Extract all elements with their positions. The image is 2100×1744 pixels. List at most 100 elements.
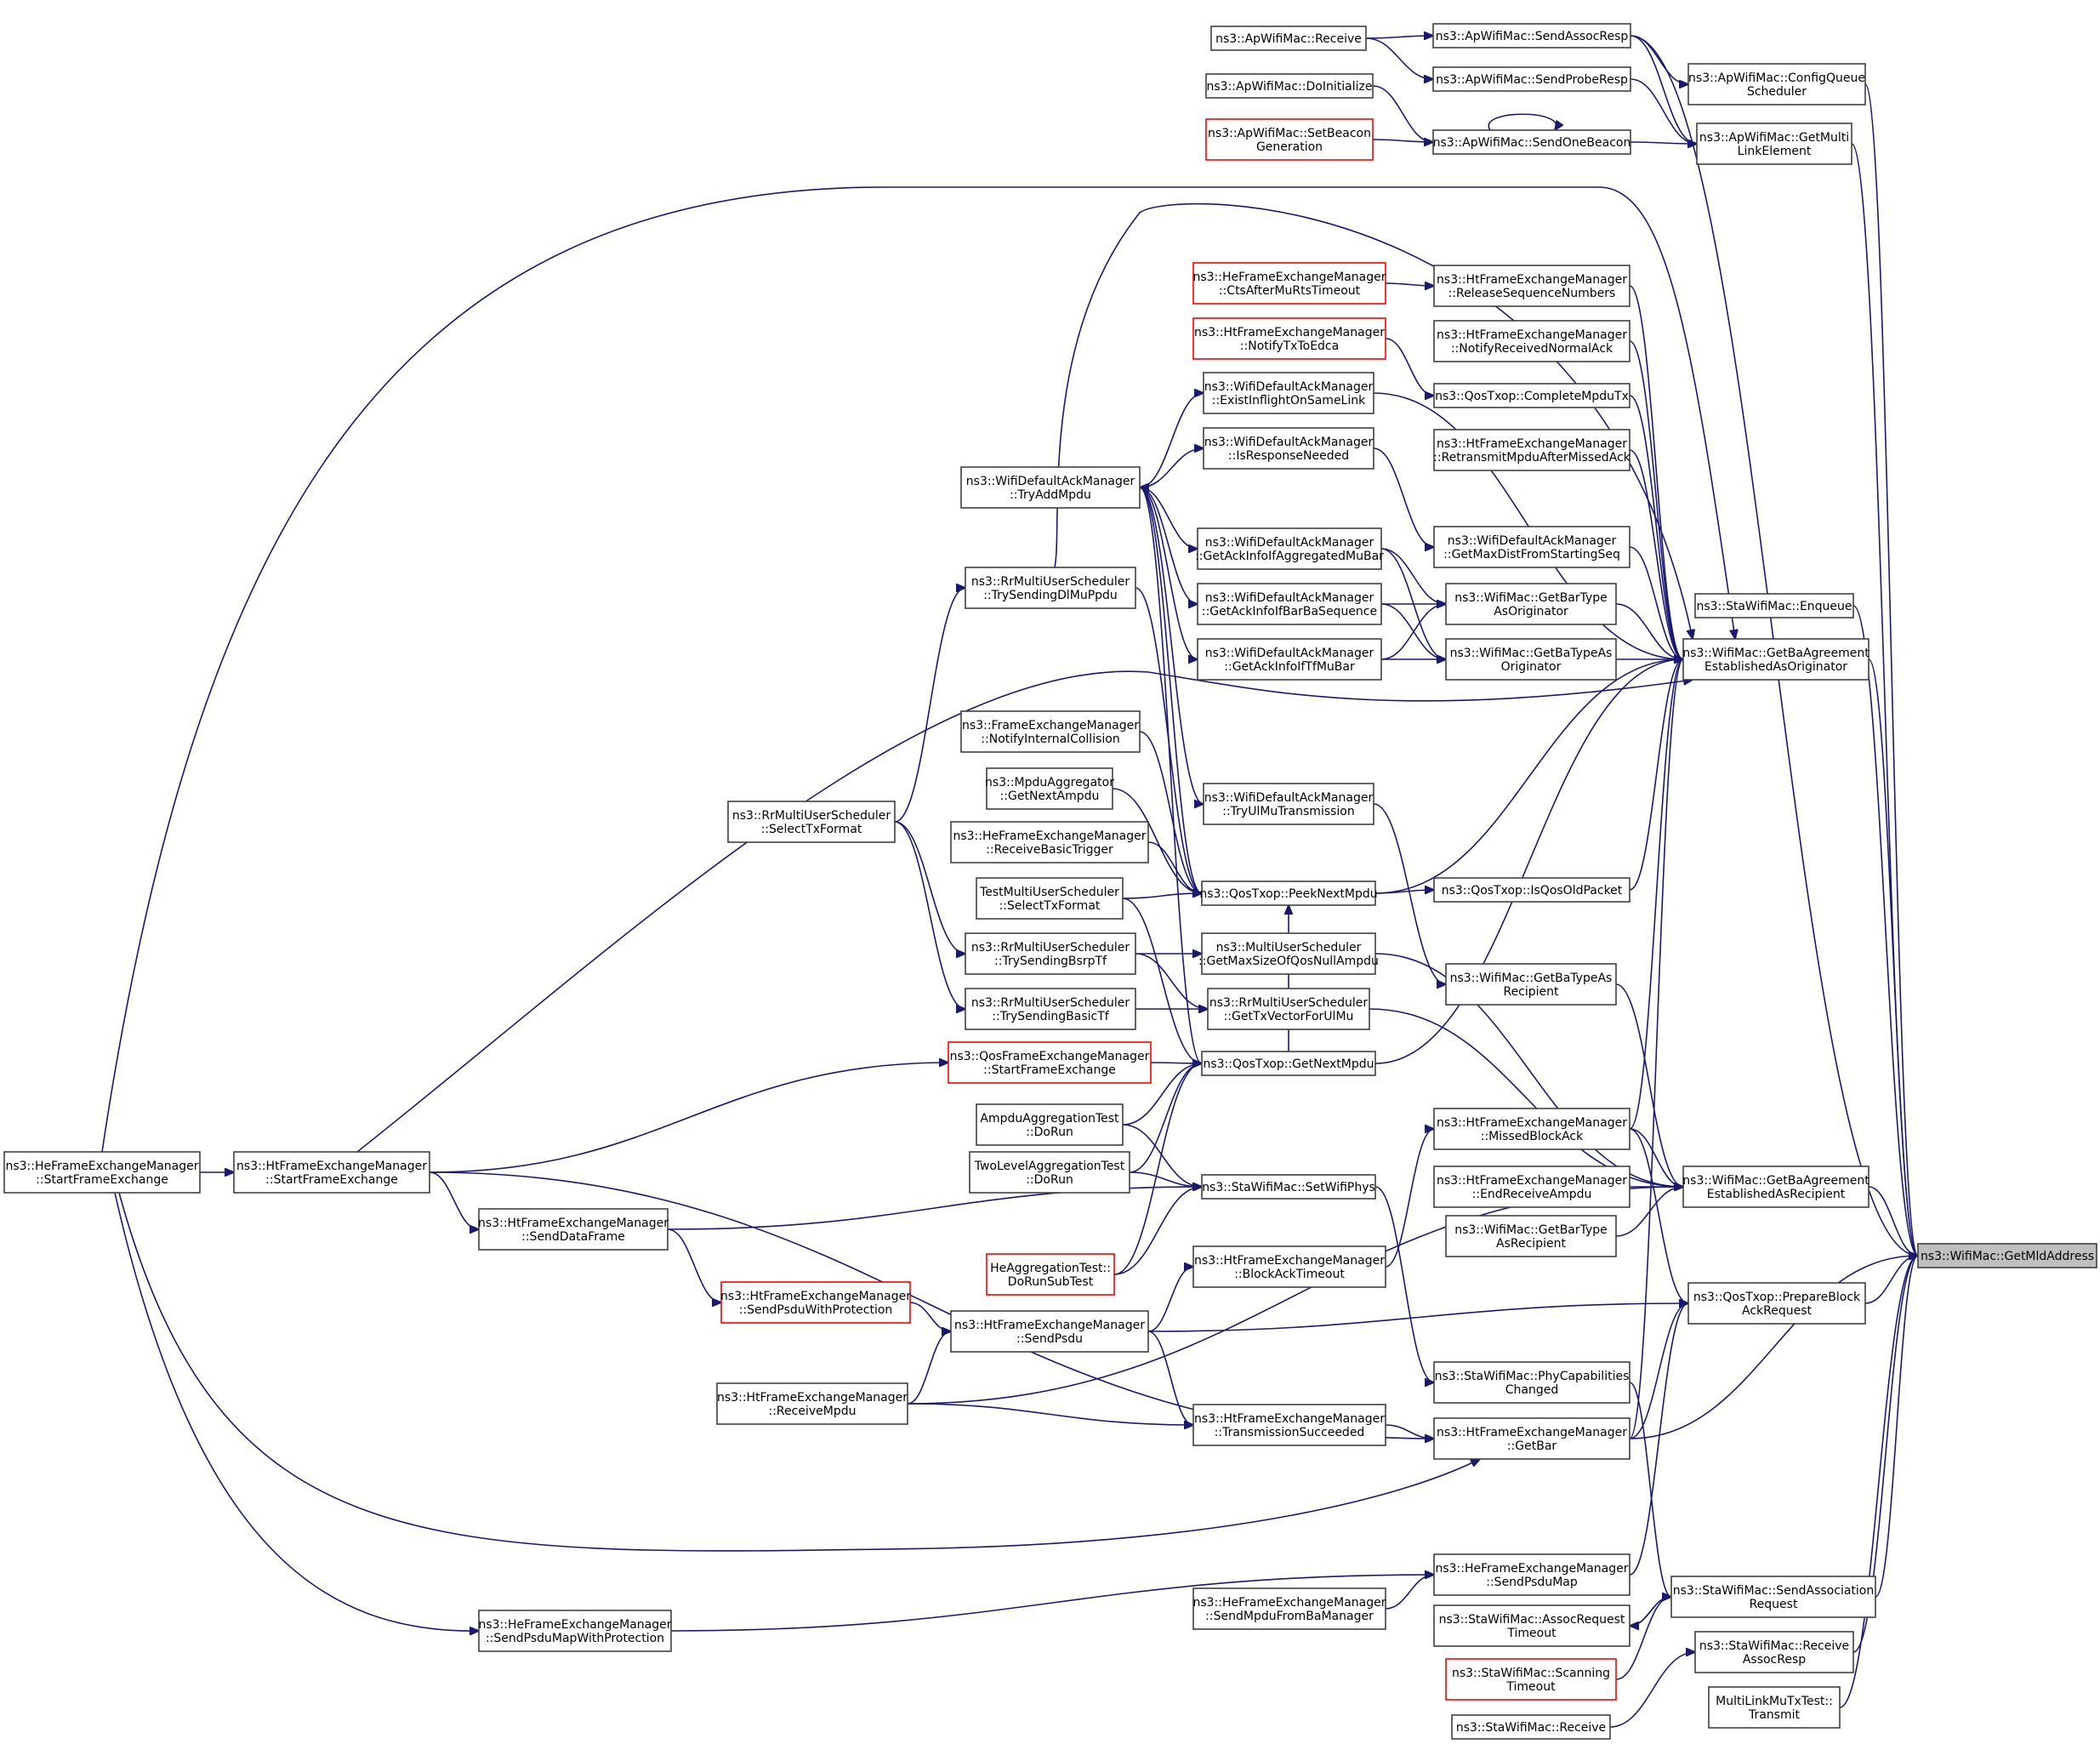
node-doInit[interactable]: ns3::ApWifiMac::DoInitialize xyxy=(1205,73,1374,99)
node-box[interactable] xyxy=(1433,320,1630,362)
node-box[interactable] xyxy=(1192,1245,1386,1288)
node-box[interactable] xyxy=(1451,1714,1611,1740)
node-box[interactable] xyxy=(1205,73,1374,99)
node-sendPsduMapProt[interactable]: ns3::HeFrameExchangeManager::SendPsduMap… xyxy=(478,1610,672,1652)
node-box[interactable] xyxy=(965,932,1136,975)
node-getNextMpdu[interactable]: ns3::QosTxop::GetNextMpdu xyxy=(1201,1051,1376,1076)
node-setWifiPhys[interactable]: ns3::StaWifiMac::SetWifiPhys xyxy=(1201,1174,1376,1200)
node-box[interactable] xyxy=(1210,26,1367,51)
node-tryBsrp[interactable]: ns3::RrMultiUserScheduler::TrySendingBsr… xyxy=(965,932,1136,975)
node-box[interactable] xyxy=(948,1041,1152,1084)
node-box[interactable] xyxy=(1433,429,1630,471)
node-tryDlMu[interactable]: ns3::RrMultiUserScheduler::TrySendingDlM… xyxy=(965,567,1136,609)
node-maxDist[interactable]: ns3::WifiDefaultAckManager::GetMaxDistFr… xyxy=(1433,526,1630,568)
node-box[interactable] xyxy=(1201,932,1376,975)
node-box[interactable] xyxy=(976,877,1124,920)
node-box[interactable] xyxy=(1433,526,1630,568)
node-box[interactable] xyxy=(1433,1166,1630,1208)
node-ackTfMuBar[interactable]: ns3::WifiDefaultAckManager::GetAckInfoIf… xyxy=(1197,638,1382,681)
node-box[interactable] xyxy=(1670,1576,1876,1618)
node-peekNext[interactable]: ns3::QosTxop::PeekNextMpdu xyxy=(1199,881,1378,906)
node-box[interactable] xyxy=(1432,23,1631,48)
node-box[interactable] xyxy=(1192,262,1386,305)
node-qosStartFE[interactable]: ns3::QosFrameExchangeManager::StartFrame… xyxy=(948,1041,1152,1084)
node-box[interactable] xyxy=(1708,1686,1841,1729)
node-box[interactable] xyxy=(965,567,1136,609)
node-box[interactable] xyxy=(1192,1587,1386,1630)
node-box[interactable] xyxy=(233,1151,430,1194)
node-box[interactable] xyxy=(986,767,1113,810)
node-box[interactable] xyxy=(1432,129,1631,155)
node-box[interactable] xyxy=(1201,1051,1376,1076)
node-box[interactable] xyxy=(478,1208,669,1251)
node-box[interactable] xyxy=(1917,1243,2097,1268)
node-ampduTest[interactable]: AmpduAggregationTest::DoRun xyxy=(976,1103,1124,1146)
node-box[interactable] xyxy=(1192,1404,1386,1446)
node-baEstOrig[interactable]: ns3::WifiMac::GetBaAgreementEstablishedA… xyxy=(1682,638,1870,681)
node-baEstRecip[interactable]: ns3::WifiMac::GetBaAgreementEstablishedA… xyxy=(1682,1166,1870,1208)
node-isQosOld[interactable]: ns3::QosTxop::IsQosOldPacket xyxy=(1433,877,1630,903)
node-notifyTxEdca[interactable]: ns3::HtFrameExchangeManager::NotifyTxToE… xyxy=(1192,317,1386,360)
node-existInflight[interactable]: ns3::WifiDefaultAckManager::ExistInfligh… xyxy=(1203,372,1374,414)
node-box[interactable] xyxy=(1687,1282,1866,1325)
node-sendPsduMap[interactable]: ns3::HeFrameExchangeManager::SendPsduMap xyxy=(1433,1553,1630,1596)
node-staEnqueue[interactable]: ns3::StaWifiMac::Enqueue xyxy=(1694,593,1854,618)
node-sendPsduProt[interactable]: ns3::HtFrameExchangeManager::SendPsduWit… xyxy=(720,1281,911,1324)
node-box[interactable] xyxy=(1205,118,1374,161)
node-box[interactable] xyxy=(1203,372,1374,414)
node-box[interactable] xyxy=(1687,63,1866,105)
node-box[interactable] xyxy=(1197,527,1382,570)
node-sendProbeResp[interactable]: ns3::ApWifiMac::SendProbeResp xyxy=(1432,66,1631,92)
node-sendMpduBa[interactable]: ns3::HeFrameExchangeManager::SendMpduFro… xyxy=(1192,1587,1386,1630)
node-box[interactable] xyxy=(1445,1658,1617,1701)
node-box[interactable] xyxy=(727,801,896,843)
node-htStartFE[interactable]: ns3::HtFrameExchangeManager::StartFrameE… xyxy=(233,1151,430,1194)
node-tryUlMu[interactable]: ns3::WifiDefaultAckManager::TryUlMuTrans… xyxy=(1203,783,1374,825)
node-ackBarBa[interactable]: ns3::WifiDefaultAckManager::GetAckInfoIf… xyxy=(1197,583,1382,625)
node-box[interactable] xyxy=(960,466,1141,509)
node-box[interactable] xyxy=(1445,638,1617,681)
node-sendPsdu[interactable]: ns3::HtFrameExchangeManager::SendPsdu xyxy=(950,1310,1149,1353)
node-box[interactable] xyxy=(1694,1631,1854,1673)
node-box[interactable] xyxy=(720,1281,911,1324)
node-mpduAgg[interactable]: ns3::MpduAggregator::GetNextAmpdu xyxy=(985,767,1114,810)
node-endRecvAmpdu[interactable]: ns3::HtFrameExchangeManager::EndReceiveA… xyxy=(1433,1166,1630,1208)
node-box[interactable] xyxy=(1201,881,1376,906)
node-txSucceeded[interactable]: ns3::HtFrameExchangeManager::Transmissio… xyxy=(1192,1404,1386,1446)
node-box[interactable] xyxy=(950,1310,1149,1353)
node-releaseSeq[interactable]: ns3::HtFrameExchangeManager::ReleaseSequ… xyxy=(1433,265,1630,307)
node-recvBasicTrigger[interactable]: ns3::HeFrameExchangeManager::ReceiveBasi… xyxy=(950,821,1149,863)
node-box[interactable] xyxy=(1207,988,1370,1030)
node-box[interactable] xyxy=(1682,1166,1870,1208)
node-twoLevelTest[interactable]: TwoLevelAggregationTest::DoRun xyxy=(969,1151,1130,1194)
node-box[interactable] xyxy=(1192,317,1386,360)
node-notifyRecvAck[interactable]: ns3::HtFrameExchangeManager::NotifyRecei… xyxy=(1433,320,1630,362)
node-isResponse[interactable]: ns3::WifiDefaultAckManager::IsResponseNe… xyxy=(1203,427,1374,470)
node-tryAddMpdu[interactable]: ns3::WifiDefaultAckManager::TryAddMpdu xyxy=(960,466,1141,509)
node-box[interactable] xyxy=(1445,583,1617,625)
node-box[interactable] xyxy=(1432,66,1631,92)
node-box[interactable] xyxy=(1433,265,1630,307)
node-box[interactable] xyxy=(1696,123,1852,165)
node-box[interactable] xyxy=(1433,1604,1630,1647)
node-ackAggMuBar[interactable]: ns3::WifiDefaultAckManager::GetAckInfoIf… xyxy=(1195,527,1384,570)
node-heStartFE[interactable]: ns3::HeFrameExchangeManager::StartFrameE… xyxy=(3,1151,201,1194)
node-testSelectTx[interactable]: TestMultiUserScheduler::SelectTxFormat xyxy=(976,877,1124,920)
node-box[interactable] xyxy=(1433,1417,1630,1460)
node-box[interactable] xyxy=(986,1253,1115,1296)
node-staRecv[interactable]: ns3::StaWifiMac::Receive xyxy=(1451,1714,1611,1740)
node-box[interactable] xyxy=(976,1103,1124,1146)
node-box[interactable] xyxy=(1433,877,1630,903)
node-box[interactable] xyxy=(1682,638,1870,681)
node-completeMpdu[interactable]: ns3::QosTxop::CompleteMpduTx xyxy=(1433,383,1630,408)
node-box[interactable] xyxy=(478,1610,672,1652)
